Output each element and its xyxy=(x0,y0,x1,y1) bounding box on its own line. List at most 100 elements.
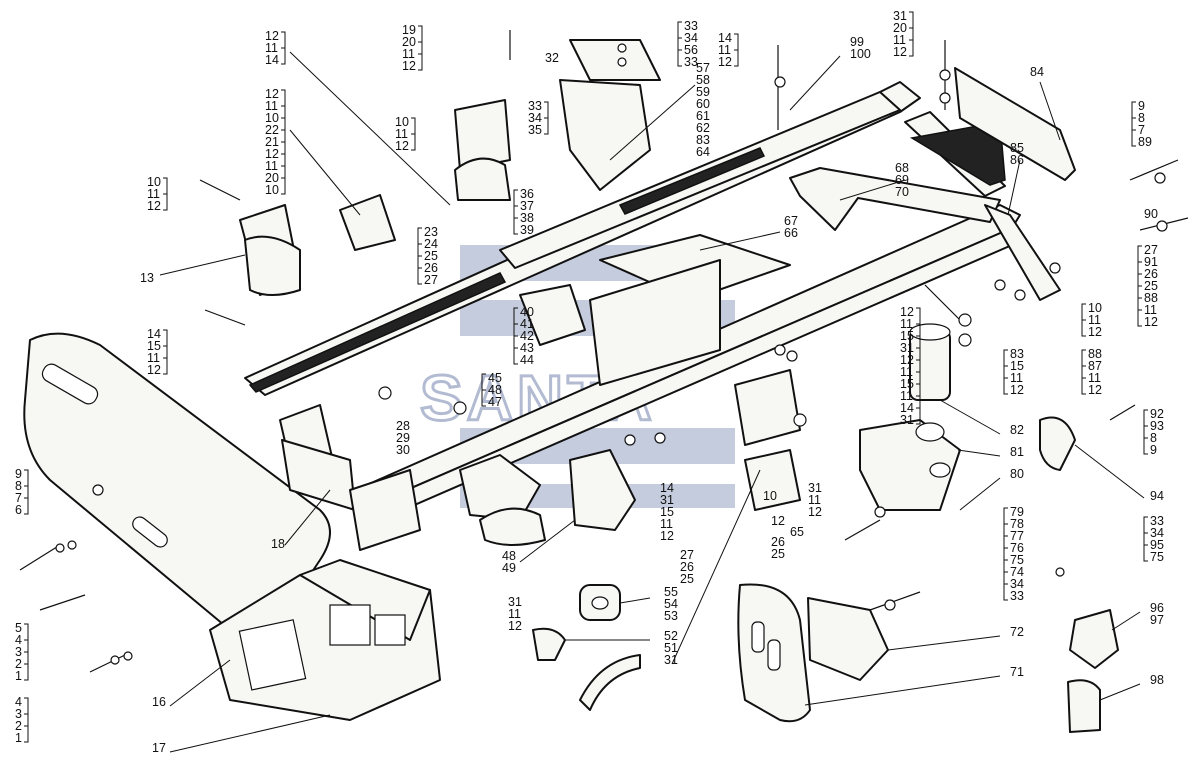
part-number: 12 xyxy=(893,45,907,59)
part-number: 57 xyxy=(696,61,710,75)
callout-bracket xyxy=(1081,349,1086,395)
part-number: 26 xyxy=(771,535,785,549)
callout-c4: 32 xyxy=(545,51,559,65)
part-number: 85 xyxy=(1010,141,1024,155)
part-number: 11 xyxy=(1088,313,1101,327)
part-number: 23 xyxy=(424,225,438,239)
part-number: 91 xyxy=(1144,255,1158,269)
part-number: 34 xyxy=(1010,577,1024,591)
front-bracket-assembly xyxy=(279,404,421,551)
part-number: 31 xyxy=(808,481,822,495)
part-number: 10 xyxy=(265,183,279,197)
part-number: 3 xyxy=(15,707,22,721)
part-number: 12 xyxy=(808,505,822,519)
callout-bracket xyxy=(24,697,29,743)
callout-bracket xyxy=(1003,507,1008,601)
part-number: 11 xyxy=(1088,371,1101,385)
part-number: 3 xyxy=(15,645,22,659)
part-number: 11 xyxy=(147,351,160,365)
callout-c37: 10 xyxy=(763,489,777,503)
part-number: 27 xyxy=(424,273,438,287)
part-number: 68 xyxy=(895,161,909,175)
part-number: 12 xyxy=(147,199,161,213)
part-number: 20 xyxy=(402,35,416,49)
callout-bracket xyxy=(544,101,549,135)
part-number: 52 xyxy=(664,629,678,643)
part-number: 12 xyxy=(265,87,279,101)
part-number: 15 xyxy=(900,329,914,343)
part-number: 7 xyxy=(15,491,22,505)
part-number: 12 xyxy=(402,59,416,73)
part-number: 38 xyxy=(520,211,534,225)
part-number: 100 xyxy=(850,47,871,61)
part-number: 24 xyxy=(424,237,438,251)
part-number: 7 xyxy=(1138,123,1145,137)
part-number: 33 xyxy=(528,99,542,113)
part-number: 54 xyxy=(664,597,678,611)
part-number: 12 xyxy=(1088,325,1102,339)
part-number: 12 xyxy=(1010,383,1024,397)
callout-bracket xyxy=(281,31,286,65)
part-number: 86 xyxy=(1010,153,1024,167)
part-number: 62 xyxy=(696,121,710,135)
rear-right-bracket xyxy=(734,204,1061,511)
part-number: 11 xyxy=(147,187,160,201)
part-number: 12 xyxy=(395,139,409,153)
part-number: 95 xyxy=(1150,538,1164,552)
callout-c55: 98 xyxy=(1150,673,1164,687)
part-number: 11 xyxy=(718,43,731,57)
part-number: 53 xyxy=(664,609,678,623)
part-number: 11 xyxy=(1010,371,1023,385)
part-number: 72 xyxy=(1010,625,1024,639)
part-number-labels: 1920111212111433345633321411129910031201… xyxy=(15,9,1164,755)
callout-bracket xyxy=(281,89,286,195)
callout-bracket xyxy=(734,33,739,67)
part-number: 51 xyxy=(664,641,678,655)
part-number: 87 xyxy=(1088,359,1102,373)
part-number: 4 xyxy=(15,633,22,647)
part-number: 96 xyxy=(1150,601,1164,615)
part-number: 33 xyxy=(1150,514,1164,528)
part-number: 29 xyxy=(396,431,410,445)
part-number: 26 xyxy=(1144,267,1158,281)
callout-c41: 18 xyxy=(271,537,285,551)
part-number: 83 xyxy=(696,133,710,147)
part-number: 30 xyxy=(396,443,410,457)
callout-bracket xyxy=(1143,516,1148,562)
part-number: 11 xyxy=(508,607,521,621)
part-number: 32 xyxy=(545,51,559,65)
part-number: 2 xyxy=(15,657,22,671)
part-number: 27 xyxy=(680,548,694,562)
leader-lines xyxy=(159,51,1145,753)
part-number: 49 xyxy=(502,561,516,575)
part-number: 33 xyxy=(1010,589,1024,603)
part-number: 20 xyxy=(893,21,907,35)
part-number: 12 xyxy=(900,305,914,319)
part-number: 8 xyxy=(15,479,22,493)
part-number: 8 xyxy=(1138,111,1145,125)
part-number: 27 xyxy=(1144,243,1158,257)
part-number: 55 xyxy=(664,585,678,599)
part-number: 60 xyxy=(696,97,710,111)
part-number: 34 xyxy=(1150,526,1164,540)
part-number: 31 xyxy=(900,413,914,427)
part-number: 31 xyxy=(893,9,907,23)
